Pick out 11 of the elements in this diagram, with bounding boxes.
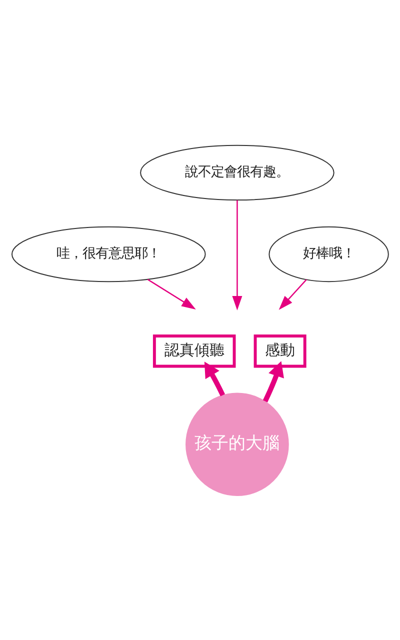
node-box: 認真傾聽 [152,334,236,368]
node-ellipse: 說不定會很有趣。 [140,144,334,200]
arrow [262,360,284,402]
node-circle: 孩子的大腦 [186,392,289,496]
arrow [147,278,196,309]
node-ellipse: 哇，很有意思耶！ [11,226,206,282]
arrow [204,361,226,396]
node-ellipse: 好棒哦！ [268,226,389,282]
node-box: 感動 [254,334,306,368]
arrow [232,200,242,310]
arrow [278,278,307,310]
